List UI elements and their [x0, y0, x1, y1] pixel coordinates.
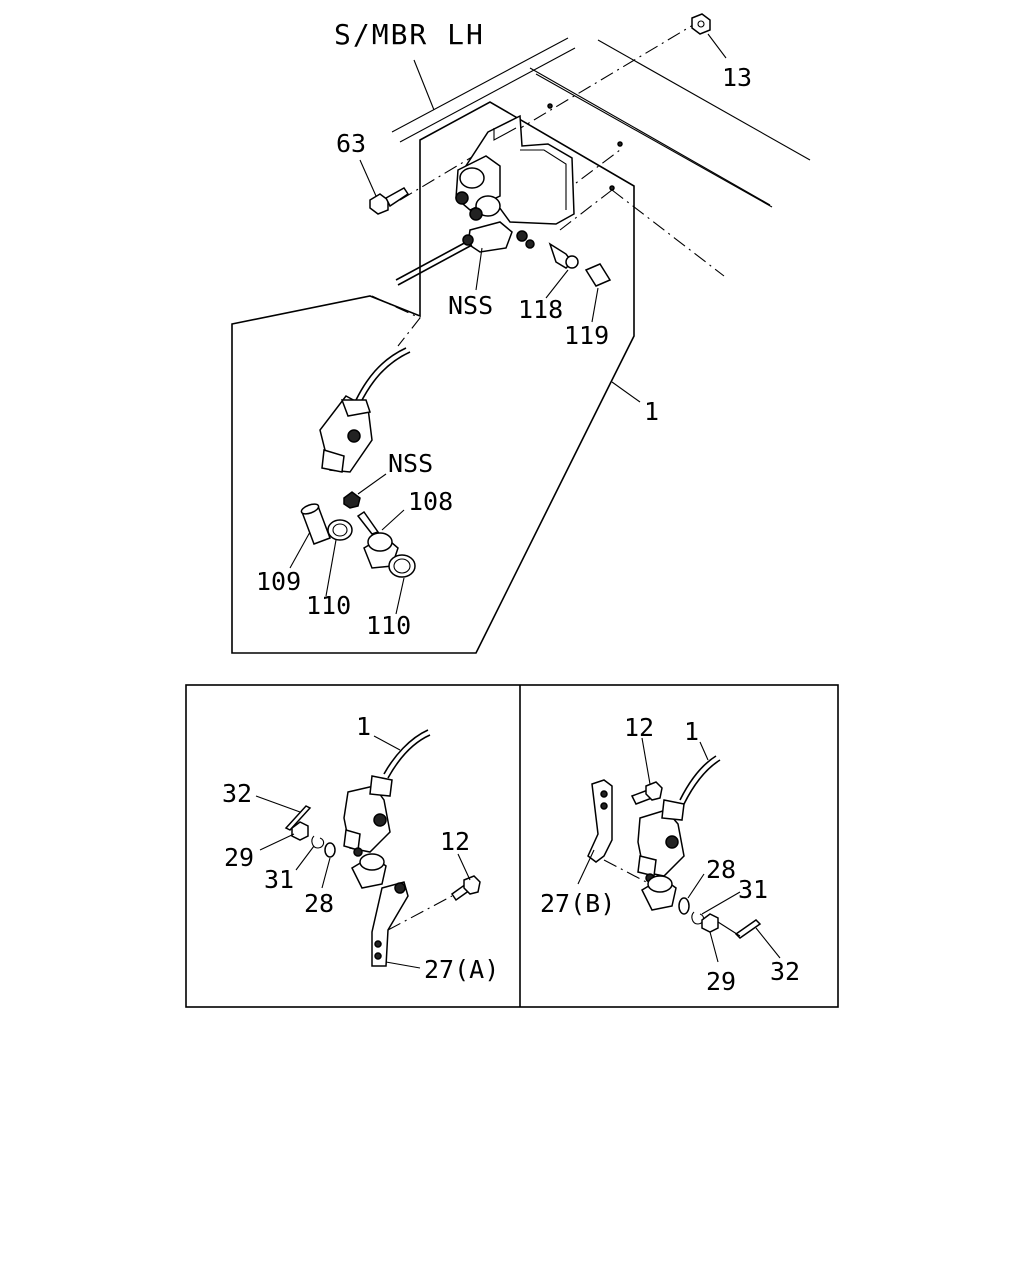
nut-13	[691, 13, 711, 35]
inset-b-callout-1: 1	[684, 717, 699, 746]
inset-b-clip-31	[691, 911, 705, 925]
cap-119	[584, 263, 612, 287]
leader-nss-mid	[357, 473, 387, 495]
joint-108	[356, 510, 399, 569]
link-pipe	[355, 347, 407, 401]
rod-break-line	[371, 295, 421, 347]
rivet-dot	[609, 185, 615, 191]
lever-arm	[319, 395, 373, 473]
axis-upper	[539, 149, 621, 211]
inset-b-pin-32	[734, 919, 762, 939]
leader-110-right	[395, 577, 405, 615]
inset-b-callout-12: 12	[624, 713, 654, 742]
axis-13	[399, 21, 699, 201]
inset-b-nut-29	[701, 913, 719, 933]
callout-108: 108	[408, 487, 453, 516]
inset-a-leader-32	[255, 795, 301, 813]
leader-108	[381, 509, 405, 531]
leader-118	[545, 269, 569, 299]
nut-nss	[343, 491, 361, 509]
inset-b-callout-27b: 27(B)	[540, 889, 615, 918]
inset-b-leader-27b	[577, 849, 595, 885]
inset-a-callout-32: 32	[222, 779, 252, 808]
inset-a-callout-1: 1	[356, 712, 371, 741]
assembly-outline	[231, 101, 635, 654]
leader-nss-top	[475, 247, 483, 291]
callout-110-right: 110	[366, 611, 411, 640]
inset-a-leader-27a	[385, 961, 421, 969]
title-label: S/MBR LH	[334, 18, 485, 51]
callout-1: 1	[644, 397, 659, 426]
inset-a-clip-31	[311, 835, 325, 849]
inset-b-callout-32: 32	[770, 957, 800, 986]
callout-63: 63	[336, 129, 366, 158]
inset-b-callout-29: 29	[706, 967, 736, 996]
washer-110-right	[388, 554, 416, 578]
rivet-dot	[617, 141, 623, 147]
inset-b-axis	[603, 859, 651, 885]
leader-63	[359, 159, 377, 197]
pin-109	[300, 503, 331, 545]
link-pipe	[359, 351, 411, 405]
inset-a-joint	[351, 853, 387, 889]
inset-a-leader-31	[295, 845, 315, 871]
inset-b-callout-31: 31	[738, 875, 768, 904]
inset-b-bracket-27b	[587, 779, 613, 863]
callout-119: 119	[564, 321, 609, 350]
inset-b-joint	[641, 875, 677, 911]
inset-b-leader-1	[699, 741, 709, 761]
inset-b-arm	[637, 755, 721, 883]
leader-1	[611, 381, 641, 403]
callout-13: 13	[722, 63, 752, 92]
inset-a-arm	[343, 729, 431, 857]
control-rod	[395, 234, 474, 286]
leader-119	[591, 287, 599, 323]
leader-110-left	[325, 539, 337, 597]
inset-a-bracket-27a	[371, 881, 409, 967]
leader-13	[707, 33, 727, 59]
inset-b-leader-32	[755, 927, 781, 959]
inset-a-callout-12: 12	[440, 827, 470, 856]
inset-a-callout-28: 28	[304, 889, 334, 918]
inset-a-axis	[387, 895, 453, 931]
leveling-valve	[455, 114, 575, 253]
washer-110-left	[327, 519, 353, 541]
inset-b-leader-28	[687, 873, 705, 899]
inset-a-callout-29: 29	[224, 843, 254, 872]
bolt-118	[548, 242, 579, 269]
inset-a-callout-27a: 27(A)	[424, 955, 499, 984]
inset-a-callout-31: 31	[264, 865, 294, 894]
callout-nss-top: NSS	[448, 291, 493, 320]
callout-nss-mid: NSS	[388, 449, 433, 478]
inset-b-leader-12	[641, 737, 651, 785]
inset-b-leader-29	[709, 931, 719, 963]
callout-110-left: 110	[306, 591, 351, 620]
inset-b-washer-28	[678, 897, 690, 915]
inset-b-leader-31	[701, 891, 741, 915]
inset-a-nut-29	[291, 821, 309, 841]
inset-a-leader-28	[321, 857, 331, 889]
inset-b-callout-28: 28	[706, 855, 736, 884]
inset-b-pin-leader	[717, 921, 741, 937]
inset-a-pin-32	[284, 805, 312, 831]
callout-109: 109	[256, 567, 301, 596]
inset-b-bolt-12	[630, 781, 663, 805]
inset-a-leader-1	[373, 735, 401, 751]
leader-109	[289, 531, 311, 569]
inset-frame	[185, 684, 839, 1008]
title-leader	[413, 59, 435, 111]
rivet-dot	[547, 103, 553, 109]
axis-lower	[559, 189, 613, 231]
bolt-63	[369, 187, 410, 215]
inset-a-washer-28	[324, 842, 336, 858]
inset-a-leader-12	[457, 853, 471, 881]
callout-118: 118	[518, 295, 563, 324]
inset-a-leader-29	[259, 833, 295, 851]
inset-a-bolt-12	[450, 875, 481, 902]
